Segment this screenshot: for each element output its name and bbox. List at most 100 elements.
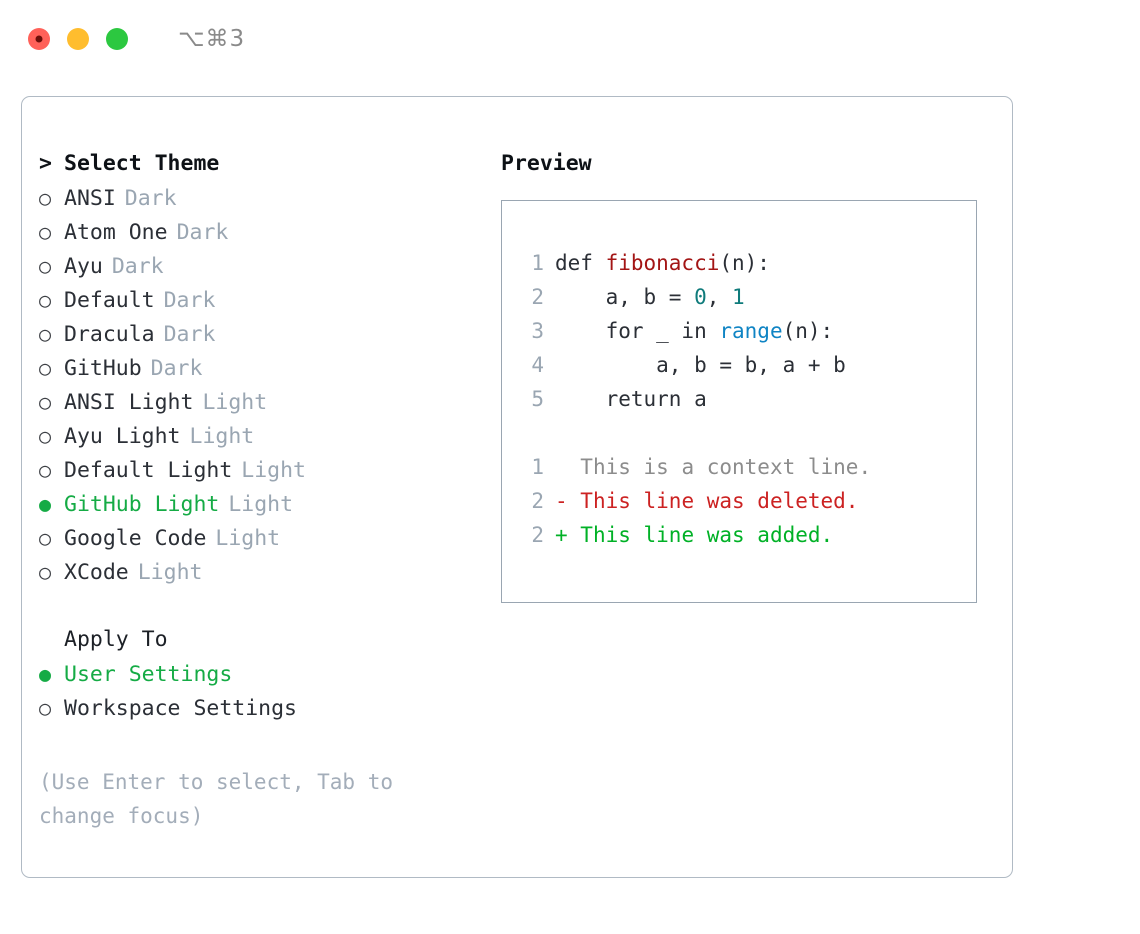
theme-list-title: Select Theme bbox=[64, 151, 220, 176]
radio-unselected-icon: ○ bbox=[39, 322, 52, 346]
code-line-number: 1 bbox=[531, 251, 544, 275]
theme-option-ayu[interactable]: ○ Ayu Dark bbox=[39, 249, 469, 283]
radio-unselected-icon: ○ bbox=[39, 254, 52, 278]
theme-option-label: ANSI bbox=[64, 186, 116, 211]
code-line-number: 5 bbox=[531, 387, 544, 411]
apply-to-option-list: ● User Settings ○Workspace Settings bbox=[39, 657, 469, 725]
radio-unselected-icon: ○ bbox=[39, 560, 52, 584]
theme-variant-tag: Light bbox=[215, 526, 281, 551]
theme-variant-tag: Dark bbox=[163, 288, 216, 313]
code-token-num: 1 bbox=[732, 285, 745, 309]
theme-option-label: Ayu Light bbox=[64, 424, 181, 449]
diff-line-del: 2- This line was deleted. bbox=[522, 484, 976, 518]
radio-unselected-icon: ○ bbox=[39, 458, 52, 482]
theme-option-label: GitHub bbox=[64, 356, 142, 381]
apply-to-option-label: User Settings bbox=[64, 662, 233, 687]
diff-text: This line was deleted. bbox=[567, 489, 859, 513]
diff-line-number: 2 bbox=[531, 523, 544, 547]
code-token-plain: a, b = b, a + b bbox=[555, 353, 846, 377]
theme-list-header: > Select Theme bbox=[39, 147, 469, 181]
diff-line-ctx: 1 This is a context line. bbox=[522, 450, 976, 484]
radio-selected-icon: ● bbox=[39, 662, 52, 686]
radio-unselected-icon: ○ bbox=[39, 186, 52, 210]
theme-option-label: Atom One bbox=[64, 220, 168, 245]
theme-option-label: Dracula bbox=[64, 322, 155, 347]
theme-option-default[interactable]: ○ Default Dark bbox=[39, 283, 469, 317]
theme-variant-tag: Dark bbox=[176, 220, 229, 245]
theme-option-label: Default bbox=[64, 288, 155, 313]
code-line: 5 return a bbox=[522, 382, 976, 416]
diff-text: This line was added. bbox=[567, 523, 834, 547]
code-line: 2 a, b = 0, 1 bbox=[522, 280, 976, 314]
theme-option-label: Google Code bbox=[64, 526, 207, 551]
radio-unselected-icon: ○ bbox=[39, 356, 52, 380]
theme-variant-tag: Light bbox=[241, 458, 307, 483]
apply-to-header: Apply To bbox=[39, 623, 469, 657]
theme-option-github-light[interactable]: ● GitHub Light Light bbox=[39, 487, 469, 521]
code-token-num: 0 bbox=[694, 285, 707, 309]
theme-option-label: Ayu bbox=[64, 254, 103, 279]
code-token-plain: (n): bbox=[782, 319, 834, 343]
code-token-call: range bbox=[719, 319, 783, 343]
theme-option-label: Default Light bbox=[64, 458, 233, 483]
code-token-fn: fibonacci bbox=[605, 251, 720, 275]
maximize-button[interactable] bbox=[106, 28, 128, 50]
diff-sign: + bbox=[555, 523, 568, 547]
theme-option-label: ANSI Light bbox=[64, 390, 194, 415]
theme-variant-tag: Light bbox=[202, 390, 268, 415]
theme-variant-tag: Dark bbox=[111, 254, 164, 279]
radio-unselected-icon: ○ bbox=[39, 220, 52, 244]
title-bar: ⌥⌘3 bbox=[0, 0, 1140, 78]
theme-variant-tag: Light bbox=[228, 492, 294, 517]
radio-unselected-icon: ○ bbox=[39, 526, 52, 550]
diff-line-add: 2 + This line was added. bbox=[522, 518, 976, 552]
minimize-button[interactable] bbox=[67, 28, 89, 50]
radio-unselected-icon: ○ bbox=[39, 390, 52, 414]
code-token-plain: , bbox=[706, 285, 733, 309]
theme-option-ansi-light[interactable]: ○ ANSI Light Light bbox=[39, 385, 469, 419]
preview-title: Preview bbox=[501, 151, 592, 176]
theme-variant-tag: Dark bbox=[163, 322, 216, 347]
diff-sign bbox=[555, 455, 568, 479]
diff-text: This is a context line. bbox=[567, 455, 872, 479]
code-line-number: 3 bbox=[531, 319, 544, 343]
window-controls bbox=[28, 28, 128, 50]
code-line-number: 2 bbox=[531, 285, 544, 309]
diff-line-number: 2 bbox=[531, 489, 544, 513]
radio-selected-icon: ● bbox=[39, 492, 52, 516]
theme-option-google-code[interactable]: ○ Google Code Light bbox=[39, 521, 469, 555]
theme-option-default-light[interactable]: ○ Default Light Light bbox=[39, 453, 469, 487]
code-line: 3 for _ in range(n): bbox=[522, 314, 976, 348]
theme-option-label: GitHub Light bbox=[64, 492, 220, 517]
theme-option-atom-one[interactable]: ○ Atom One Dark bbox=[39, 215, 469, 249]
focus-caret-icon: > bbox=[39, 151, 52, 176]
diff-sample: 1 This is a context line.2- This line wa… bbox=[522, 450, 976, 552]
apply-to-title: Apply To bbox=[64, 627, 168, 652]
radio-unselected-icon: ○ bbox=[39, 424, 52, 448]
section-spacer bbox=[39, 589, 469, 623]
keyboard-shortcut-label: ⌥⌘3 bbox=[178, 26, 246, 52]
theme-option-dracula[interactable]: ○ Dracula Dark bbox=[39, 317, 469, 351]
code-token-plain: def bbox=[555, 251, 606, 275]
diff-sign: - bbox=[555, 489, 568, 513]
theme-variant-tag: Light bbox=[137, 560, 203, 585]
theme-option-xcode[interactable]: ○ XCode Light bbox=[39, 555, 469, 589]
code-token-plain: for _ in bbox=[555, 319, 720, 343]
apply-to-option-workspace-settings[interactable]: ○Workspace Settings bbox=[39, 691, 469, 725]
apply-to-option-user-settings[interactable]: ● User Settings bbox=[39, 657, 469, 691]
apply-to-option-label: Workspace Settings bbox=[64, 696, 297, 721]
code-diff-spacer bbox=[522, 416, 976, 450]
radio-unselected-icon: ○ bbox=[39, 288, 52, 312]
diff-line-number: 1 bbox=[531, 455, 544, 479]
theme-option-label: XCode bbox=[64, 560, 129, 585]
close-button[interactable] bbox=[28, 28, 50, 50]
code-line: 4 a, b = b, a + b bbox=[522, 348, 976, 382]
